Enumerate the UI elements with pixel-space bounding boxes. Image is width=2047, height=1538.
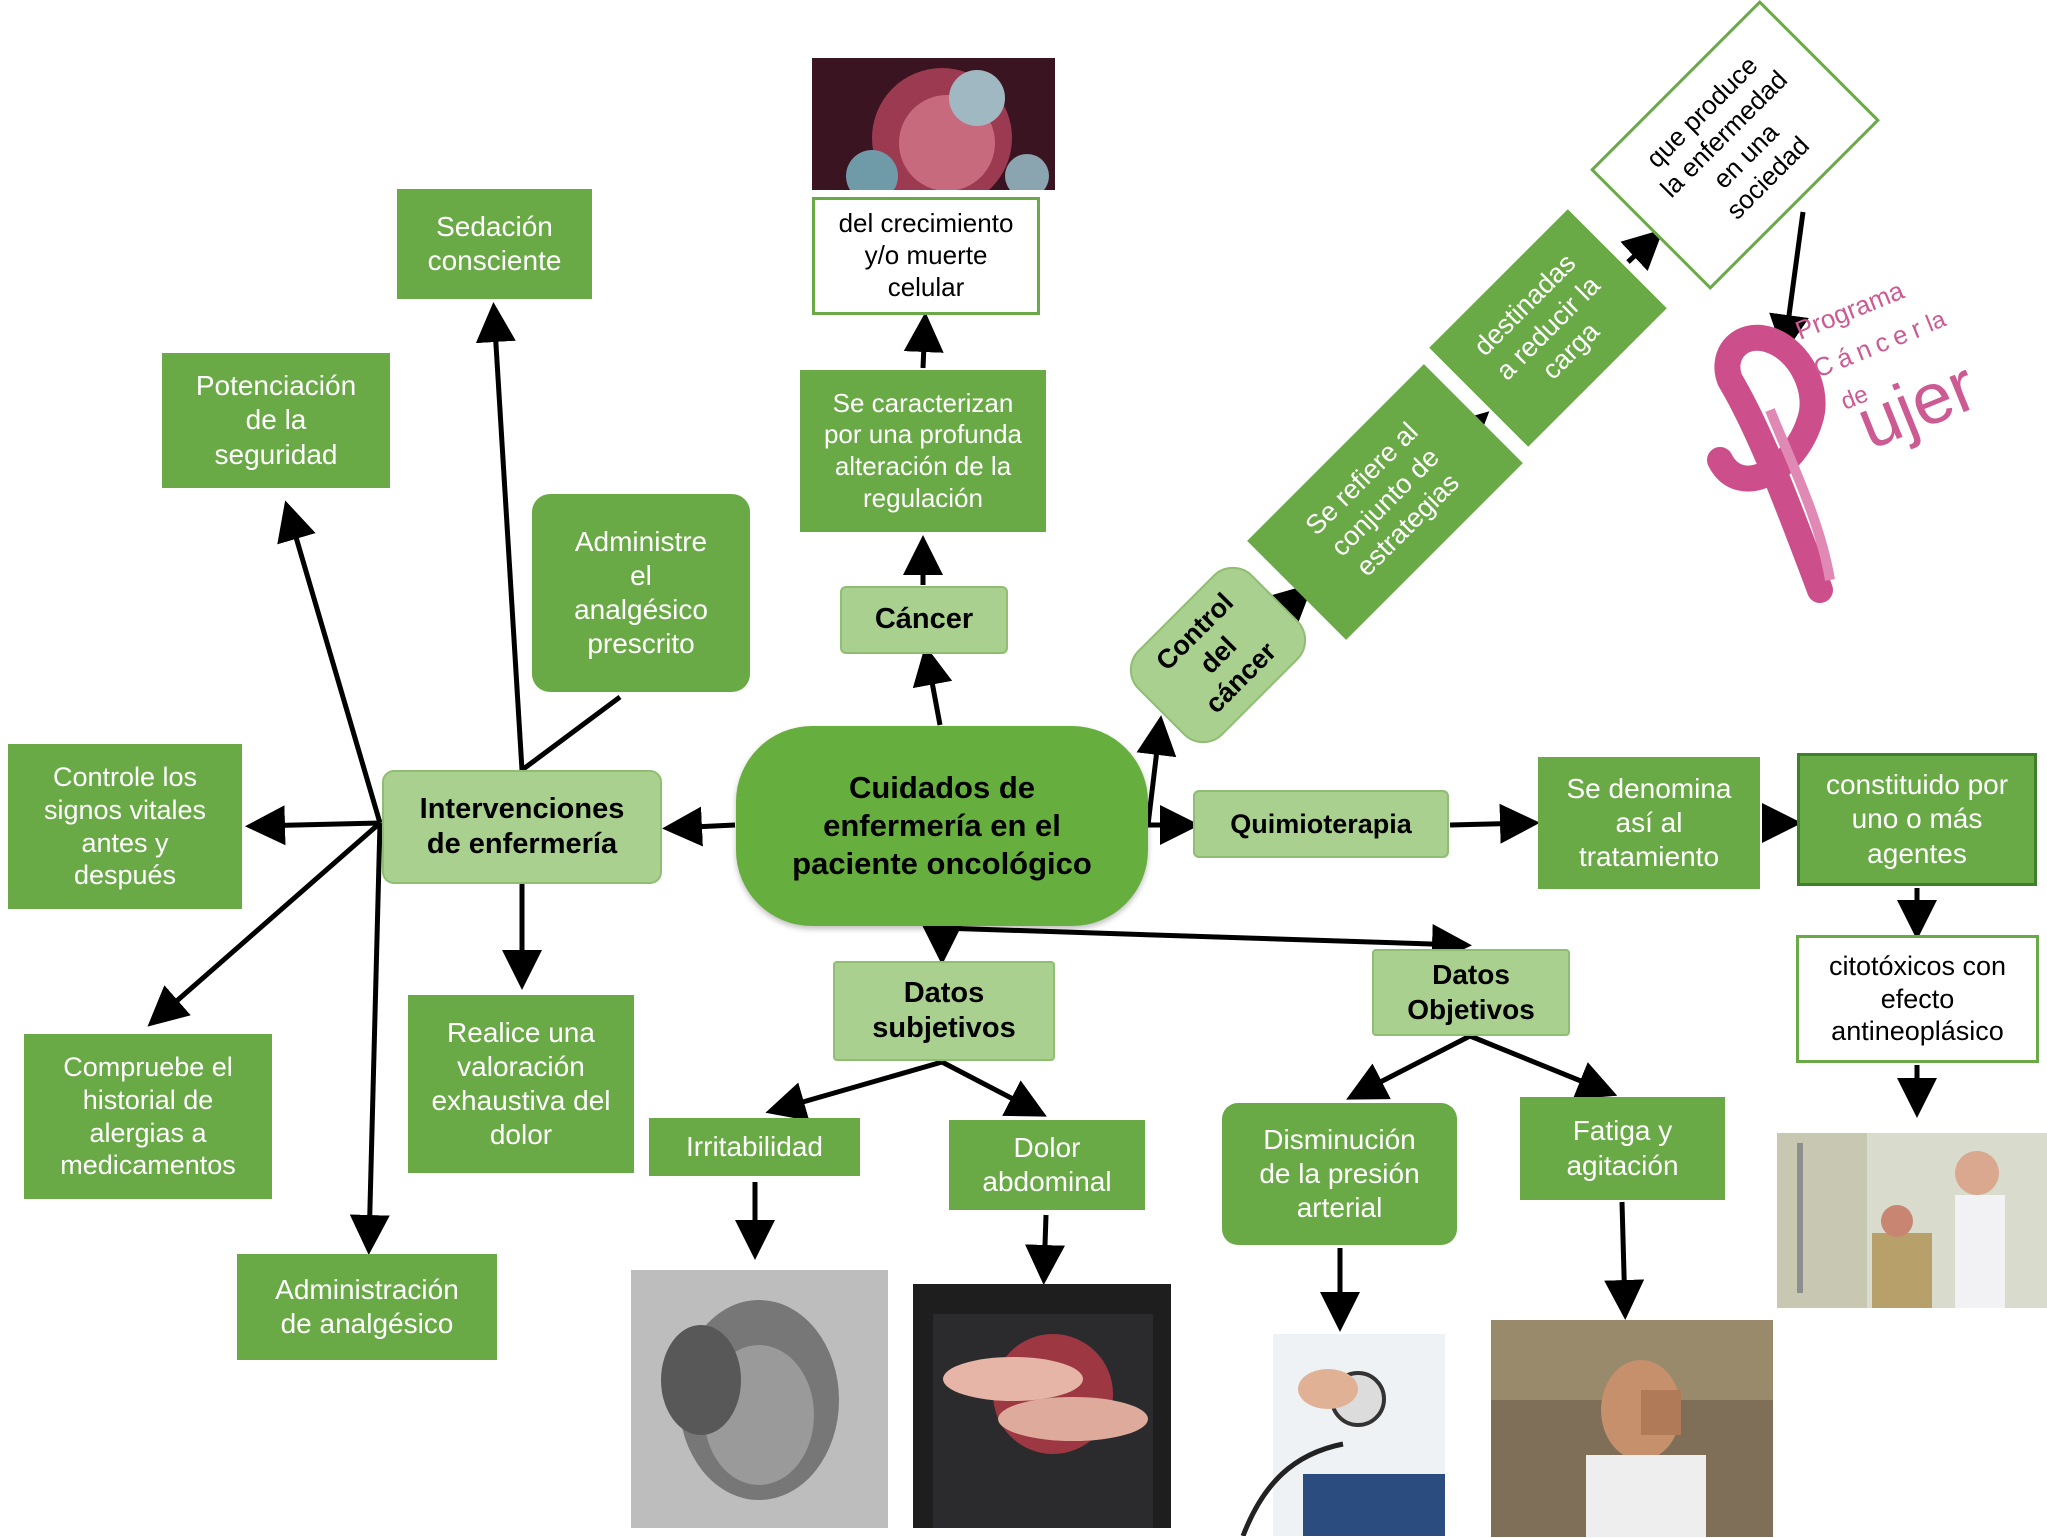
pink-ribbon-icon [1707,324,1833,603]
arrow-caracterizan-crecimiento [903,312,944,369]
arrow-main-cancer [912,645,953,726]
potenciacion-node[interactable]: Potenciación de la seguridad [162,353,390,488]
arrow-fatiga-photo [1604,1201,1645,1320]
administracion-analgesico-node[interactable]: Administración de analgésico [237,1254,497,1360]
arrow-main-objetivos [941,924,1472,965]
irritability-photo [631,1270,888,1528]
arrow-objetivos-presion [1346,1033,1472,1100]
arrow-produce-logo [1769,211,1809,355]
sedacion-node[interactable]: Sedación consciente [397,189,592,299]
valoracion-dolor-node[interactable]: Realice una valoración exhaustiva del do… [408,995,634,1173]
quimioterapia-node[interactable]: Quimioterapia [1193,790,1449,858]
main-topic-node[interactable]: Cuidados de enfermería en el paciente on… [736,726,1148,926]
datos-objetivos-node[interactable]: Datos Objetivos [1372,949,1570,1036]
abdominal-pain-photo [913,1284,1171,1528]
arrow-destinadas-produce [1620,229,1664,272]
dolor-abdominal-node[interactable]: Dolor abdominal [949,1120,1145,1210]
fatigue-photo [1491,1320,1773,1537]
administre-node[interactable]: Administre el analgésico prescrito [532,494,750,692]
arrow-hub-signos [245,805,381,846]
caracterizan-node[interactable]: Se caracterizan por una profunda alterac… [800,370,1046,532]
arrow-dolor-photo [1025,1214,1065,1285]
cancer-cell-image [812,58,1055,190]
citotoxicos-node[interactable]: citotóxicos con efecto antineoplásico [1796,935,2039,1063]
arrow-objetivos-fatiga [1469,1033,1618,1100]
arrow-hub-historial [147,821,382,1027]
arrow-subjetivos-dolor [940,1059,1047,1117]
arrow-quimio-denomina [1449,803,1540,844]
fatiga-node[interactable]: Fatiga y agitación [1520,1097,1725,1200]
arrow-intervenciones-sedacion [475,302,525,771]
intervenciones-node[interactable]: Intervenciones de enfermería [382,770,662,884]
constituido-node[interactable]: constituido por uno o más agentes [1797,753,2037,886]
denomina-node[interactable]: Se denomina así al tratamiento [1538,757,1760,889]
cancer-node[interactable]: Cáncer [840,586,1008,654]
historial-alergias-node[interactable]: Compruebe el historial de alergias a med… [24,1034,272,1199]
irritabilidad-node[interactable]: Irritabilidad [649,1118,860,1176]
chemotherapy-nurse-photo [1777,1133,2047,1308]
arrow-main-intervenciones [662,806,736,847]
signos-vitales-node[interactable]: Controle los signos vitales antes y desp… [8,744,242,909]
blood-pressure-photo [1223,1334,1445,1536]
line-intervenciones-administre [520,694,622,773]
crecimiento-node[interactable]: del crecimiento y/o muerte celular [812,197,1040,315]
programa-cancer-mujer-logo: Programa Cáncer de la ujer [1700,260,2040,605]
arrow-subjetivos-irritabilidad [765,1059,943,1121]
arrow-hub-potenciacion [277,500,383,824]
arrow-hub-analgesico [349,822,390,1255]
datos-subjetivos-node[interactable]: Datos subjetivos [833,961,1055,1061]
arrow-main-control [1136,715,1177,826]
presion-arterial-node[interactable]: Disminución de la presión arterial [1222,1103,1457,1245]
